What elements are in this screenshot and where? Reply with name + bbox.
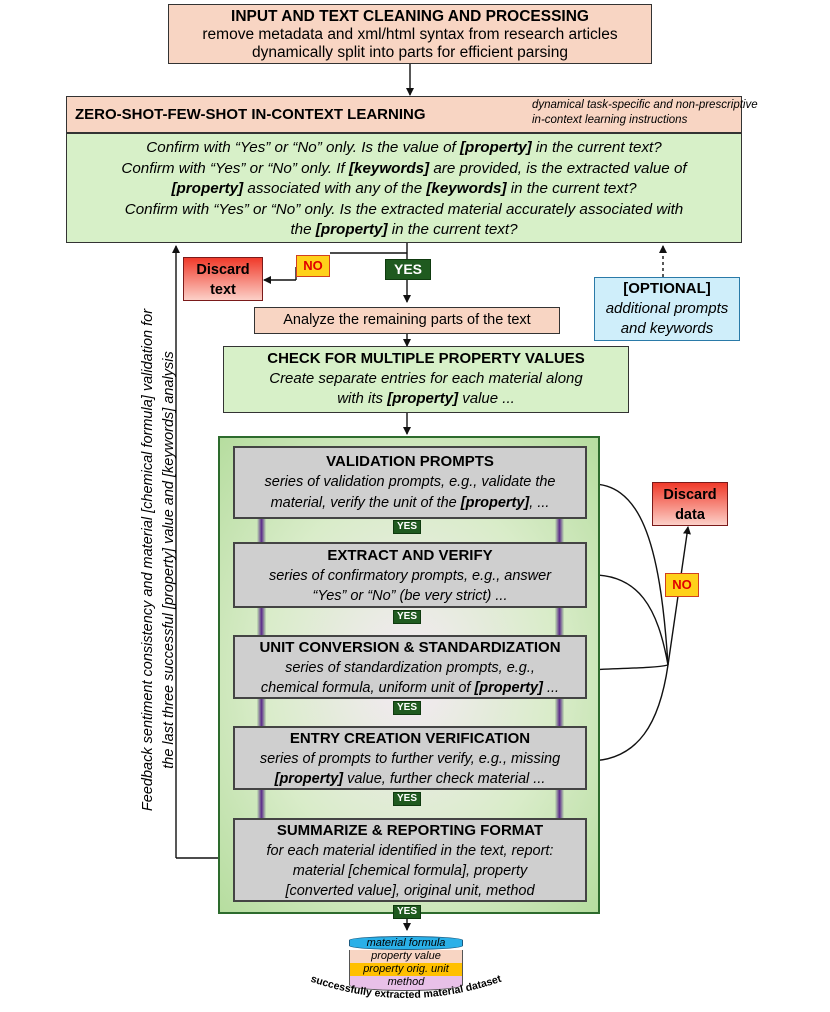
input-line-1: remove metadata and xml/html syntax from… [202, 26, 618, 43]
no-badge-top: NO [296, 255, 330, 277]
input-cleaning-box: INPUT AND TEXT CLEANING AND PROCESSING r… [168, 4, 652, 64]
discard-text-box: Discard text [183, 257, 263, 301]
extract-line-2: “Yes” or “No” (be very strict) ... [312, 588, 508, 604]
confirm-line-2: Confirm with “Yes” or “No” only. If [key… [121, 159, 687, 177]
optional-prompts-box: [OPTIONAL] additional prompts and keywor… [594, 277, 740, 341]
zero-shot-note-1: dynamical task-specific and non-prescrip… [532, 99, 758, 111]
multiple-line-2: with its [property] value ... [337, 390, 515, 407]
summarize-line-1: for each material identified in the text… [266, 843, 554, 859]
yes-badge-unit: YES [393, 701, 421, 715]
entry-line-1: series of prompts to further verify, e.g… [259, 751, 561, 767]
entry-title: ENTRY CREATION VERIFICATION [289, 730, 531, 747]
summarize-title: SUMMARIZE & REPORTING FORMAT [276, 822, 544, 839]
input-title: INPUT AND TEXT CLEANING AND PROCESSING [231, 8, 589, 25]
zero-shot-header: ZERO-SHOT-FEW-SHOT IN-CONTEXT LEARNING d… [66, 96, 758, 133]
unit-title: UNIT CONVERSION & STANDARDIZATION [259, 639, 561, 656]
confirm-line-4: Confirm with “Yes” or “No” only. Is the … [124, 200, 684, 218]
discard-text-line-2: text [210, 282, 236, 298]
dataset-row-unit: property orig. unit [349, 963, 463, 976]
yes-badge-entry: YES [393, 792, 421, 806]
extract-verify-box: EXTRACT AND VERIFY series of confirmator… [233, 542, 587, 608]
discard-data-line-2: data [675, 507, 705, 523]
optional-line-2: and keywords [620, 320, 714, 337]
dataset-row-formula: material formula [349, 936, 463, 950]
multiple-values-box: CHECK FOR MULTIPLE PROPERTY VALUES Creat… [223, 346, 629, 413]
yes-badge-summarize: YES [393, 905, 421, 919]
confirm-line-5: the [property] in the current text? [290, 221, 518, 238]
feedback-label: Feedback sentiment consistency and mater… [138, 260, 182, 860]
dataset-row-method: method [349, 976, 463, 991]
unit-line-2: chemical formula, uniform unit of [prope… [260, 680, 560, 696]
zero-shot-note-2: in-context learning instructions [532, 114, 688, 126]
validation-prompts-box: VALIDATION PROMPTS series of validation … [233, 446, 587, 519]
multiple-line-1: Create separate entries for each materia… [269, 370, 583, 387]
unit-line-1: series of standardization prompts, e.g., [285, 660, 535, 676]
confirm-prompts-box: Confirm with “Yes” or “No” only. Is the … [66, 133, 742, 243]
optional-title: [OPTIONAL] [623, 280, 711, 297]
summarize-report-box: SUMMARIZE & REPORTING FORMAT for each ma… [233, 818, 587, 902]
discard-text-line-1: Discard [196, 262, 250, 278]
summarize-line-3: [converted value], original unit, method [285, 883, 535, 899]
no-badge-right: NO [665, 573, 699, 597]
unit-conversion-box: UNIT CONVERSION & STANDARDIZATION series… [233, 635, 587, 699]
analyze-remaining-box: Analyze the remaining parts of the text [254, 307, 560, 334]
discard-data-box: Discard data [652, 482, 728, 526]
extract-title: EXTRACT AND VERIFY [327, 547, 493, 564]
input-line-2: dynamically split into parts for efficie… [252, 44, 568, 61]
validation-line-1: series of validation prompts, e.g., vali… [264, 474, 556, 490]
discard-data-line-1: Discard [663, 487, 717, 503]
feedback-line-2: the last three successful [property] val… [161, 351, 177, 769]
yes-badge-extract: YES [393, 610, 421, 624]
yes-badge-top: YES [385, 259, 431, 280]
dataset-caption: successfully extracted material dataset [309, 973, 503, 1001]
validation-title: VALIDATION PROMPTS [326, 453, 494, 470]
entry-creation-box: ENTRY CREATION VERIFICATION series of pr… [233, 726, 587, 790]
extract-line-1: series of confirmatory prompts, e.g., an… [268, 568, 552, 584]
feedback-line-1: Feedback sentiment consistency and mater… [140, 308, 156, 812]
entry-line-2: [property] value, further check material… [274, 771, 546, 787]
zero-shot-title: ZERO-SHOT-FEW-SHOT IN-CONTEXT LEARNING [75, 106, 426, 123]
validation-line-2: material, verify the unit of the [proper… [270, 495, 550, 511]
optional-line-1: additional prompts [605, 300, 729, 317]
dataset-caption-text: successfully extracted material dataset [309, 973, 503, 1001]
multiple-title: CHECK FOR MULTIPLE PROPERTY VALUES [267, 350, 585, 367]
analyze-text: Analyze the remaining parts of the text [283, 312, 531, 328]
confirm-line-3: [property] associated with any of the [k… [171, 180, 637, 197]
confirm-line-1: Confirm with “Yes” or “No” only. Is the … [146, 139, 662, 156]
dataset-cylinder: material formula property value property… [349, 932, 463, 994]
svg-text:successfully extracted materia: successfully extracted material dataset [309, 973, 503, 1001]
yes-badge-validation: YES [393, 520, 421, 534]
summarize-line-2: material [chemical formula], property [292, 863, 528, 879]
dataset-row-value: property value [349, 950, 463, 963]
